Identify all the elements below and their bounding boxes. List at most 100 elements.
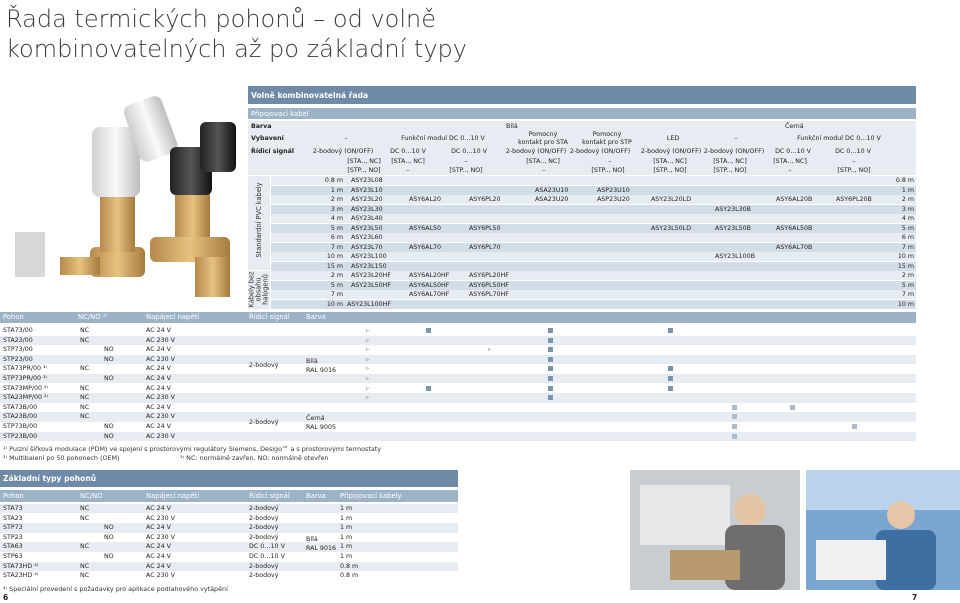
drive-voltage: AC 24 V: [146, 423, 171, 430]
cable-g: ASY23L50B: [715, 224, 752, 232]
cable-c: ASY6PL20: [469, 196, 501, 203]
cable-d: ASA23U10: [535, 186, 569, 194]
table-row: STA73HD ⁴⁾ NC AC 24 V 2-bodový 0.8 m: [0, 561, 458, 571]
basic-cable: 1 m: [340, 514, 353, 522]
basic-signal: 2-bodový: [249, 524, 279, 532]
col-cables: Připojovací kabely: [340, 492, 402, 500]
drive-name: STA73MP/00 ²⁾: [3, 384, 49, 392]
label-control-signal: Řídicí signál: [251, 148, 295, 155]
type2-3: –: [542, 167, 546, 174]
basic-signal: 2-bodový: [249, 572, 279, 580]
connecting-cable-label: Připojovací kabel: [251, 109, 309, 118]
basic-cable: 1 m: [340, 505, 353, 512]
basic-cable: 1 m: [340, 553, 353, 560]
cable-matrix: 0.8 m ASY23L08 0.8 m 1 m ASY23L10 ASA23U…: [271, 176, 916, 310]
cable-a: ASY23L100: [351, 253, 387, 260]
arrow-icon: ▹: [366, 336, 370, 344]
basic-voltage: AC 24 V: [146, 505, 171, 512]
installer-photo: [630, 470, 800, 590]
drive-nc: NC: [80, 365, 90, 373]
compat-marker: [548, 347, 553, 353]
cable-a: ASY23L20HF: [351, 272, 392, 279]
cable-a: ASY23L50HF: [351, 281, 392, 289]
cable-b: ASY6AL70HF: [409, 291, 450, 298]
cable-g: ASY23L100B: [715, 253, 756, 260]
drive-name: STA23/00: [3, 336, 33, 344]
compat-marker: [790, 404, 795, 410]
signal-5: 2-bodový (ON/OFF): [640, 148, 702, 155]
equipment-4: LED: [666, 135, 680, 142]
table-row: STP23 NO AC 230 V 2-bodový 1 m: [0, 532, 458, 543]
cable-a: ASY23L08: [351, 177, 383, 184]
signal-6: 2-bodový (ON/OFF): [703, 148, 765, 155]
arrow-icon: ▹: [366, 365, 370, 373]
black-signal: 2-bodový: [249, 419, 279, 426]
basic-voltage: AC 24 V: [146, 562, 171, 570]
product-photo: [0, 87, 246, 309]
table-row: 6 m ASY23L60 6 m: [271, 233, 916, 243]
arrow-icon: ▹: [366, 327, 370, 334]
type2-1: –: [406, 167, 410, 174]
type2-8: [STP.., NO]: [837, 167, 871, 174]
footnote-3: ³⁾ NC: normálně zavřen, NO: normálně ote…: [180, 454, 329, 462]
table-row: STP23B/00 NO AC 230 V: [0, 431, 916, 441]
compat-marker: [548, 328, 553, 333]
drive-name: STA23B/00: [3, 413, 38, 421]
table-row: 0.8 m ASY23L08 0.8 m: [271, 176, 916, 186]
cable-length-right: 10 m: [897, 300, 914, 308]
table-row: STA73/00 NC AC 24 V ▹: [0, 326, 916, 336]
compat-marker: [668, 385, 673, 391]
drive-no: NO: [104, 346, 114, 354]
drive-no: NO: [104, 432, 114, 440]
cable-length-right: 6 m: [901, 234, 914, 241]
basic-nc: NC: [80, 514, 90, 522]
cable-c: ASY6PL70HF: [469, 291, 509, 298]
compat-marker: [732, 414, 737, 420]
compat-marker: [548, 366, 553, 372]
cable-length: 6 m: [330, 234, 343, 241]
basic-signal: 2-bodový: [249, 514, 279, 522]
group-standard-box: Standardní PVC kabely: [248, 176, 270, 270]
drive-name: STP73B/00: [3, 423, 38, 430]
drive-voltage: AC 24 V: [146, 327, 171, 334]
cable-e: ASP23U20: [597, 196, 630, 203]
table-row: STA63 NC AC 24 V DC 0…10 V 1 m: [0, 542, 458, 552]
drive-name: STA73/00: [3, 327, 33, 334]
cable-length-right: 10 m: [897, 253, 914, 260]
table-row: 10 m ASY23L100HF 10 m: [271, 299, 916, 309]
signal-8: DC 0…10 V: [835, 148, 871, 155]
signal-2: DC 0…10 V: [451, 148, 487, 155]
type1-1: [STA.., NC]: [391, 158, 425, 165]
signal-1: DC 0…10 V: [390, 148, 426, 155]
basic-signal: 2-bodový: [249, 562, 279, 570]
white-color: Bílá RAL 9016: [306, 357, 336, 375]
cable-length: 3 m: [330, 205, 343, 213]
table-row: 1 m ASY23L10 ASA23U10 ASP23U10 1 m: [271, 185, 916, 195]
table-row: 7 m ASY23L70 ASY6AL70 ASY6PL70 ASY6AL70B…: [271, 242, 916, 252]
type2-0: [STP.., NO]: [347, 167, 381, 174]
basic-nc: NC: [80, 543, 90, 551]
footnote-2: ²⁾ Multibalení po 50 pohonech (OEM): [3, 454, 120, 462]
white-signal: 2-bodový: [249, 362, 279, 369]
col-drive: Pohon: [3, 492, 24, 500]
drive-nc: NC: [80, 327, 90, 334]
compat-marker: [668, 366, 673, 372]
basic-nc: NC: [80, 572, 90, 580]
drive-nc: NC: [80, 413, 90, 421]
actuator-illustration: [15, 96, 236, 297]
table-row: STA73B/00 NC AC 24 V: [0, 402, 916, 413]
cable-length: 7 m: [330, 243, 343, 251]
col-signal: Řídicí signál: [249, 492, 290, 500]
basic-table: STA73 NC AC 24 V 2-bodový 1 m STA23 NC A…: [0, 504, 458, 582]
basic-voltage: AC 230 V: [146, 572, 175, 580]
drive-table-header: Pohon NC/NO ¹⁾ Napájecí napětí Řídicí si…: [0, 312, 916, 323]
drive-voltage: AC 230 V: [146, 355, 175, 363]
type2-4: [STP.., NO]: [591, 167, 625, 174]
cable-h: ASY6AL50B: [776, 224, 813, 232]
compat-marker: [668, 376, 673, 381]
cable-a: ASY23L30: [351, 205, 383, 213]
cable-h: ASY6AL20B: [776, 196, 813, 203]
basic-no: NO: [104, 524, 114, 532]
cable-length: 7 m: [330, 291, 343, 298]
basic-cable: 0.8 m: [340, 562, 359, 570]
